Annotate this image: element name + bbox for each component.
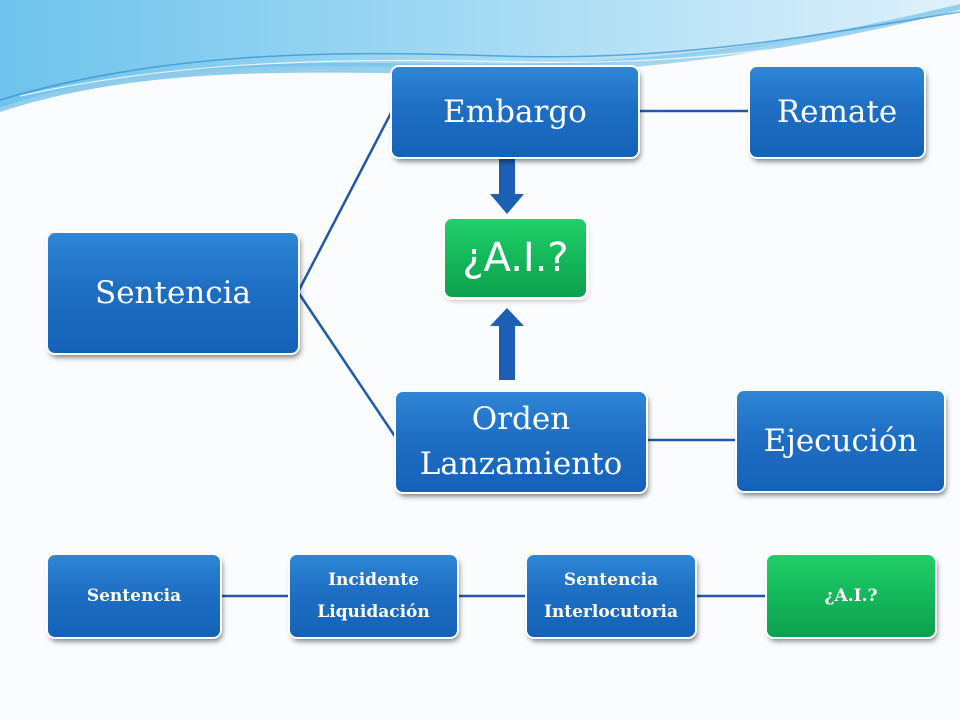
flow-node-sentencia-interlocutoria: Sentencia Interlocutoria bbox=[527, 555, 695, 637]
node-embargo: Embargo bbox=[392, 67, 638, 157]
node-remate: Remate bbox=[750, 67, 924, 157]
node-ai-label: ¿A.I.? bbox=[462, 235, 569, 281]
node-ai: ¿A.I.? bbox=[445, 219, 586, 297]
connector-sentencia-orden bbox=[296, 291, 398, 439]
node-lanzamiento-label: Lanzamiento bbox=[419, 446, 623, 482]
node-orden-lanzamiento: Orden Lanzamiento bbox=[396, 392, 646, 492]
node-ejecucion-label: Ejecución bbox=[763, 422, 918, 459]
header-swoosh-line-2 bbox=[19, 21, 960, 97]
flow-node-sentencia2-label: Sentencia bbox=[563, 569, 659, 590]
node-orden-label: Orden bbox=[471, 401, 571, 438]
node-sentencia-label: Sentencia bbox=[94, 274, 252, 311]
flow-node-ai-label: ¿A.I.? bbox=[824, 585, 878, 606]
flow-node-ai: ¿A.I.? bbox=[767, 555, 935, 637]
node-ejecucion: Ejecución bbox=[737, 391, 944, 491]
flow-node-sentencia: Sentencia bbox=[48, 555, 220, 637]
flow-node-sentencia-label: Sentencia bbox=[86, 585, 182, 606]
flow-node-liquidacion-label: Liquidación bbox=[317, 602, 430, 622]
node-sentencia: Sentencia bbox=[48, 233, 298, 353]
node-embargo-label: Embargo bbox=[443, 93, 587, 130]
node-remate-label: Remate bbox=[776, 93, 898, 130]
arrow-up-icon bbox=[490, 308, 524, 380]
header-swoosh-line bbox=[0, 11, 960, 101]
arrow-down-icon bbox=[490, 156, 524, 214]
connector-sentencia-embargo bbox=[296, 110, 394, 293]
flow-node-incidente-liquidacion: Incidente Liquidación bbox=[290, 555, 457, 637]
flow-node-interlocutoria-label: Interlocutoria bbox=[543, 602, 679, 622]
flow-node-incidente-label: Incidente bbox=[328, 569, 419, 590]
header-swoosh bbox=[0, 0, 960, 108]
